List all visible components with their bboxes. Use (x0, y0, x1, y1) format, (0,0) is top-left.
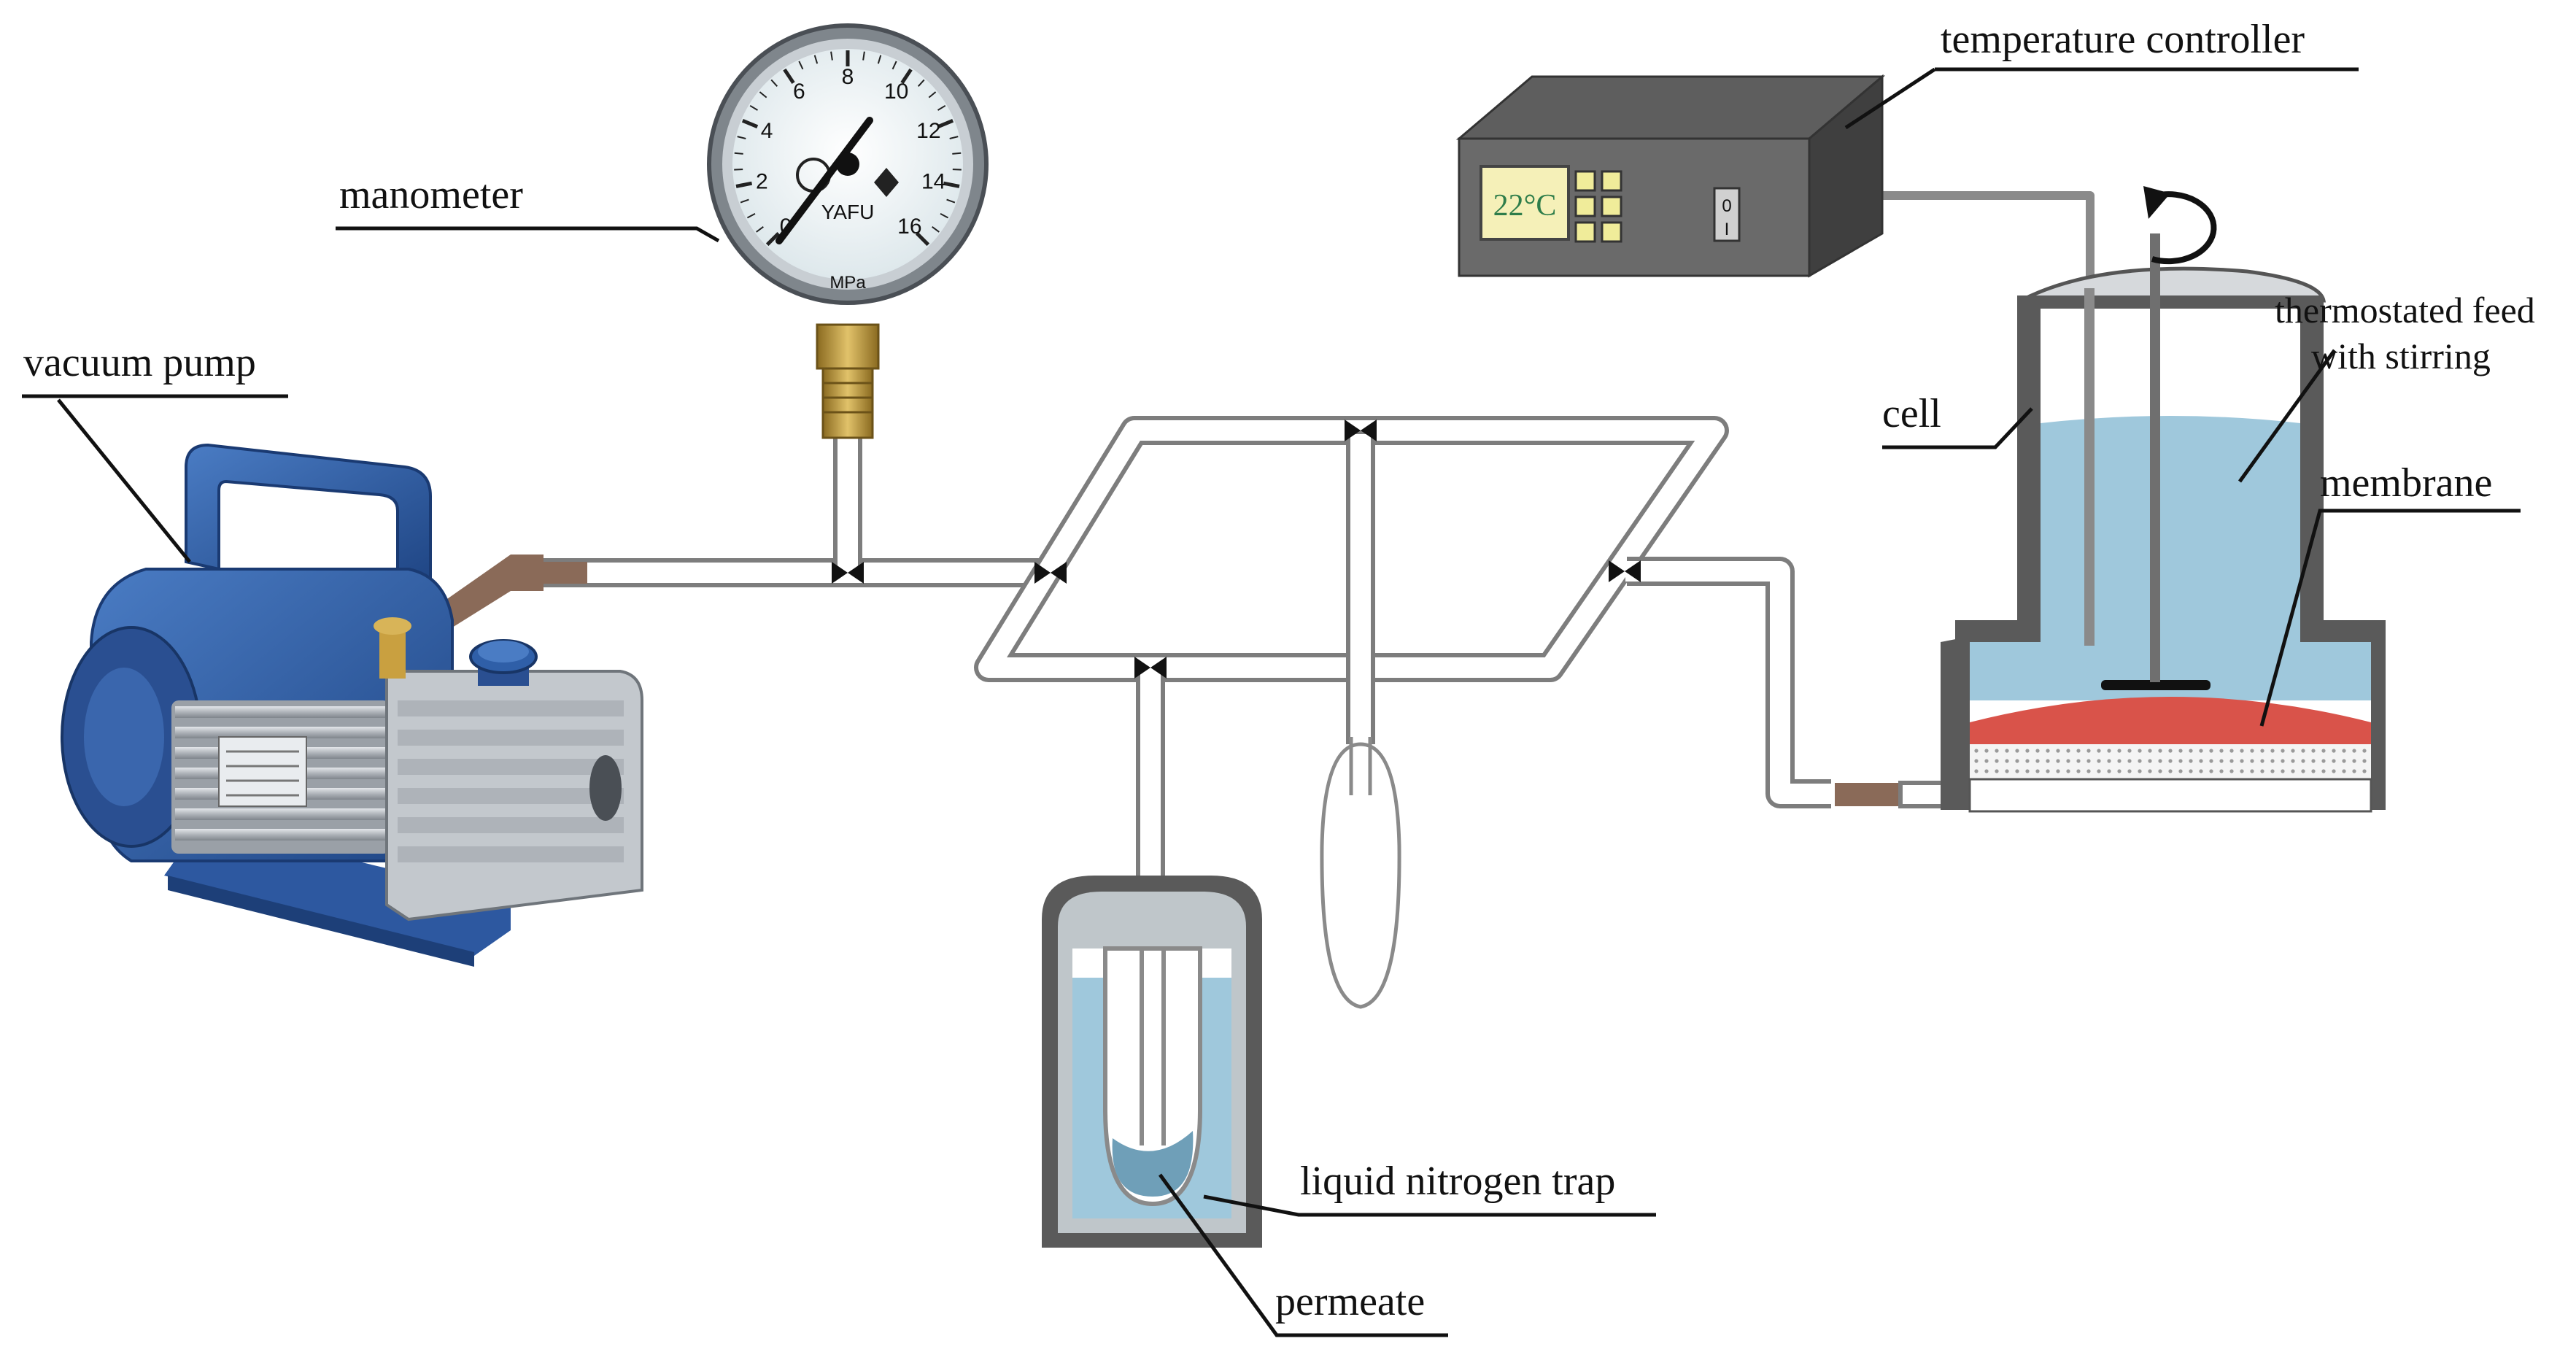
gauge-tick-label: 16 (897, 215, 921, 239)
gauge-minor-tick (734, 152, 743, 155)
thermo-probe (2084, 288, 2095, 646)
gauge-minor-tick (759, 91, 767, 98)
gauge-minor-tick (932, 225, 940, 233)
gauge-minor-tick (737, 136, 746, 139)
gauge-minor-tick (952, 169, 962, 171)
manometer-stem (816, 323, 880, 370)
gauge-minor-tick (891, 61, 897, 70)
valves (832, 420, 1641, 679)
gauge-major-tick (741, 118, 759, 129)
gauge-minor-tick (756, 225, 764, 233)
feed-liquid (1970, 416, 2371, 700)
gauge-minor-tick (937, 104, 946, 111)
piping (544, 191, 2095, 948)
gauge-tick-label: 6 (793, 80, 805, 104)
gauge-brand: YAFU (821, 201, 875, 223)
label-vacuum-pump: vacuum pump (23, 340, 256, 385)
controller-switch (1713, 187, 1741, 242)
valve-frame-right (1609, 560, 1625, 582)
label-membrane: membrane (2320, 460, 2492, 506)
gauge-minor-tick (952, 152, 962, 155)
gauge-tick-label: 14 (921, 169, 945, 193)
gauge-scale: 0246810121416 (734, 50, 962, 247)
leader-manometer (336, 226, 720, 243)
probe-line (1815, 191, 2095, 295)
gauge-minor-tick (830, 51, 833, 61)
controller-buttons (1574, 170, 1622, 243)
gauge-minor-tick (949, 136, 959, 139)
leader-feed (2237, 349, 2337, 483)
label-manometer: manometer (339, 172, 523, 217)
permeate-frost (1112, 1131, 1194, 1197)
rotation-arrow (2151, 191, 2217, 265)
valve-frame-top (1345, 420, 1361, 441)
gauge-minor-tick (734, 169, 743, 171)
valve-frame-left (1034, 562, 1051, 584)
label-feed-line1: thermostated feed (2275, 290, 2535, 331)
gauge-major-tick (915, 231, 930, 247)
gauge-major-tick (783, 68, 795, 84)
pump-handle (185, 443, 432, 585)
gauge-needle (775, 117, 873, 244)
labels: temperature controller manometer vacuum … (23, 17, 2535, 1324)
leader-membrane (2259, 509, 2521, 727)
gauge-minor-tick (940, 212, 949, 219)
gauge-major-tick (900, 68, 913, 84)
bellows-pump (544, 562, 587, 584)
controller-display-text: 22°C (1493, 189, 1557, 223)
gauge-major-tick (943, 181, 960, 188)
gauge-tick-label: 12 (916, 119, 940, 143)
gauge-tick-label: 10 (884, 80, 908, 104)
vacuum-pump (61, 443, 643, 967)
gauge-minor-tick (862, 51, 865, 61)
liquid-nitrogen-trap (1042, 876, 1262, 1248)
temperature-controller: 22°C 0 I (1455, 74, 1886, 278)
manometer: 0246810121416 YAFU MPa (707, 23, 989, 439)
bellows-cell (1835, 783, 1900, 806)
gauge-unit: MPa (829, 273, 866, 293)
gauge-major-tick (765, 231, 781, 247)
label-liquid-nitrogen-trap: liquid nitrogen trap (1300, 1159, 1615, 1204)
pipe-to-cell (1627, 557, 1831, 808)
gauge-minor-tick (928, 91, 937, 98)
sample-flask (1320, 737, 1401, 1009)
controller-display (1480, 165, 1570, 241)
gauge-minor-tick (740, 198, 749, 204)
gauge-minor-tick (877, 55, 882, 64)
label-permeate: permeate (1275, 1279, 1425, 1324)
valve-frame-bottom (1134, 657, 1150, 679)
membrane-cell (1941, 186, 2386, 813)
gauge-minor-tick (798, 61, 804, 70)
motor-fins (171, 700, 390, 854)
gauge-minor-tick (813, 55, 819, 64)
support-frit (1970, 744, 2371, 779)
membrane-layer (1970, 697, 2371, 744)
leader-nitrogen (1203, 1194, 1656, 1217)
leader-lines (22, 67, 2521, 1337)
label-cell: cell (1882, 391, 1941, 436)
gauge-minor-tick (946, 198, 956, 204)
gauge-minor-tick (917, 79, 925, 87)
label-feed-line2: with stirring (2311, 336, 2491, 376)
leader-permeate (1158, 1173, 1448, 1337)
trap-tube (1103, 946, 1202, 1207)
gauge-major-tick (735, 181, 753, 188)
switch-off-label: 0 (1722, 196, 1731, 216)
stir-bar (2101, 680, 2211, 690)
leader-cell (1882, 407, 2033, 449)
switch-on-label: I (1725, 220, 1730, 239)
gauge-tick-label: 4 (761, 119, 773, 143)
gauge-minor-tick (746, 212, 756, 219)
valve-main (832, 562, 848, 584)
gauge-tick-label: 8 (842, 65, 854, 89)
gauge-tick-label: 2 (756, 169, 768, 193)
gauge-minor-tick (749, 104, 759, 111)
label-temperature-controller: temperature controller (1941, 17, 2305, 62)
gauge-minor-tick (770, 79, 778, 87)
gauge-major-tick (937, 118, 954, 129)
stirrer-shaft (2150, 233, 2160, 682)
